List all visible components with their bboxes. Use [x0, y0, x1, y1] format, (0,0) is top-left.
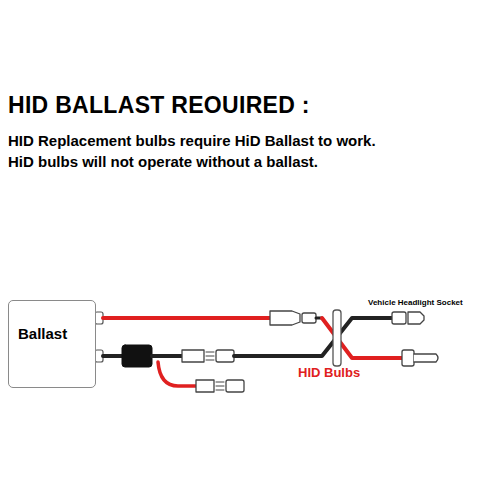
socket-plug: [392, 312, 406, 324]
ballast-box: Ballast: [8, 300, 96, 388]
bulb-capsule: [414, 354, 438, 362]
spring-terminal: [206, 352, 214, 360]
connector: [302, 313, 316, 323]
bulb-base: [402, 350, 414, 366]
connector: [182, 350, 204, 362]
connector: [270, 311, 300, 325]
part-label: HID Bulbs: [298, 366, 360, 381]
spring-terminal: [216, 382, 224, 390]
connector: [226, 380, 244, 392]
connector: [216, 350, 234, 362]
igniter-box: [122, 345, 152, 367]
note-text: HiD bulbs will not operate without a bal…: [8, 153, 318, 170]
part-label: Vehicle Headlight Socket: [368, 298, 463, 307]
connector: [196, 380, 214, 392]
black-wire: [234, 318, 392, 356]
socket-plug: [408, 312, 424, 324]
note-text: HID Replacement bulbs require HiD Ballas…: [8, 132, 376, 149]
wire-clamp: [333, 310, 341, 366]
red-wire: [158, 362, 196, 386]
black-wire: [103, 354, 122, 358]
box-label: Ballast: [18, 325, 67, 342]
page-title: HID BALLAST REOUIRED :: [8, 92, 310, 118]
red-wire: [103, 316, 270, 320]
black-wire: [152, 354, 182, 358]
